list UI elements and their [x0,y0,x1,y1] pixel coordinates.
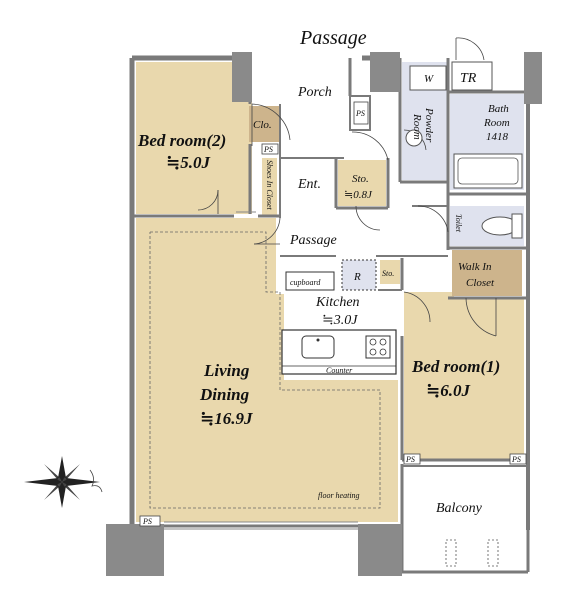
bathroom-line3: 1418 [486,131,509,143]
floor-heating-area [149,231,381,509]
floor-heating-label: floor heating [318,491,360,500]
ps-label-porch: PS [355,109,365,118]
shoes-closet-floor [262,158,277,216]
living-line2: Dining [199,385,250,404]
toilet-label: Toilet [454,214,463,233]
porch-label: Porch [297,85,332,100]
refrigerator-label: R [353,271,361,283]
bathtub-icon [453,153,523,189]
living-area: ≒16.9J [200,409,253,428]
balcony-label: Balcony [436,501,483,516]
closet-label: Clo. [253,119,272,131]
ps-label-living: PS [142,517,152,526]
toilet-room-label: TR [460,71,477,86]
cupboard-box [285,271,335,291]
living-floor [136,218,398,522]
inner-passage-label: Passage [289,233,337,248]
kitchen-name: Kitchen [315,295,360,310]
bedroom1-area: ≒6.0J [426,381,470,400]
toilet-room-box [451,61,493,91]
bathroom-line2: Room [483,117,510,129]
powder-room-line2: Room [411,113,423,140]
bedroom2-area: ≒5.0J [166,153,210,172]
bedroom1-name: Bed room(1) [411,357,500,376]
walk-in-closet-floor [452,250,522,296]
kitchen-storage-label: Sto. [382,269,394,278]
ps-label-bedroom1-right: PS [511,455,521,464]
walls [129,55,530,574]
cupboard-label: cupboard [290,278,321,287]
ps-boxes [139,101,527,527]
balcony-marks [445,539,499,567]
living-line1: Living [203,361,250,380]
sink-icon [301,335,335,359]
shoes-closet-label: Shoes In Closet [265,160,274,211]
refrigerator-floor [341,259,377,291]
kitchen-counter [281,329,397,375]
bathroom-fixtures [405,61,523,239]
washbasin-icon [405,129,423,147]
compass-rose-icon [24,456,103,508]
ps-label-bedroom2: PS [263,145,273,154]
storage-floor [338,160,386,206]
storage-name: Sto. [352,173,369,185]
bathroom-line1: Bath [488,103,509,115]
ps-label-bedroom1-left: PS [405,455,415,464]
washing-machine-icon [409,65,447,91]
walk-in-closet-line2: Closet [466,277,495,289]
kitchen-storage-floor [380,260,400,284]
storage-area: ≒0.8J [344,189,373,201]
bedroom2-name: Bed room(2) [137,131,226,150]
windows [164,211,358,530]
counter-label: Counter [326,366,353,375]
kitchen-area: ≒3.0J [322,313,358,328]
pillars [106,52,542,576]
entrance-label: Ent. [297,177,321,192]
top-passage-label: Passage [299,27,367,49]
powder-room-line1: Powder [423,107,435,143]
bedroom1-floor [404,292,524,460]
walk-in-closet-line1: Walk In [458,261,492,273]
door-swings [197,37,497,337]
stove-icon [365,335,391,359]
washer-label: W [424,73,434,85]
